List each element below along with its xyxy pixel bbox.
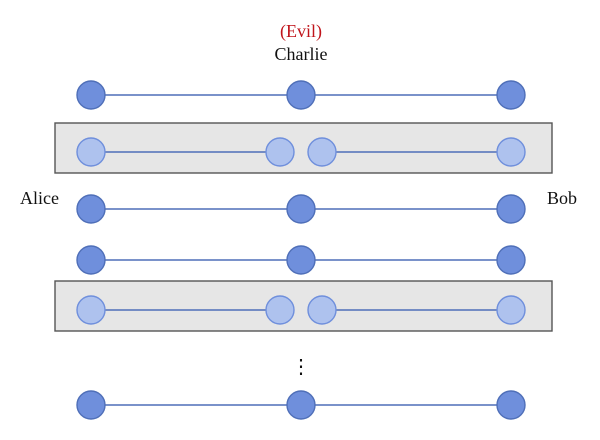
charlie-node	[286, 390, 316, 420]
channel-row-3	[76, 194, 526, 224]
alice-node	[76, 295, 106, 325]
alice-node	[76, 390, 106, 420]
alice-node	[76, 80, 106, 110]
rows-layer: ⋮	[54, 80, 553, 420]
alice-node	[76, 245, 106, 275]
evil-label: (Evil)	[280, 21, 322, 42]
charlie-node	[286, 194, 316, 224]
alice-node	[76, 194, 106, 224]
bob-node	[496, 80, 526, 110]
bob-node	[496, 194, 526, 224]
charlie-out-node	[307, 295, 337, 325]
channel-row-2	[54, 122, 553, 174]
channel-row-5	[54, 280, 553, 332]
charlie-label: Charlie	[275, 44, 328, 64]
interception-box	[54, 280, 553, 332]
charlie-node	[286, 245, 316, 275]
bob-node	[496, 245, 526, 275]
channel-row-4	[76, 245, 526, 275]
bob-node	[496, 390, 526, 420]
interception-box	[54, 122, 553, 174]
charlie-node	[286, 80, 316, 110]
bob-label: Bob	[547, 188, 577, 208]
vertical-ellipsis: ⋮	[291, 356, 311, 378]
charlie-in-node	[265, 137, 295, 167]
bob-node	[496, 295, 526, 325]
channel-row-6: ⋮	[291, 356, 311, 378]
alice-node	[76, 137, 106, 167]
channel-row-7	[76, 390, 526, 420]
charlie-out-node	[307, 137, 337, 167]
channel-row-1	[76, 80, 526, 110]
alice-label: Alice	[20, 188, 59, 208]
labels-layer: (Evil) Charlie Alice Bob	[20, 21, 577, 208]
bob-node	[496, 137, 526, 167]
charlie-in-node	[265, 295, 295, 325]
